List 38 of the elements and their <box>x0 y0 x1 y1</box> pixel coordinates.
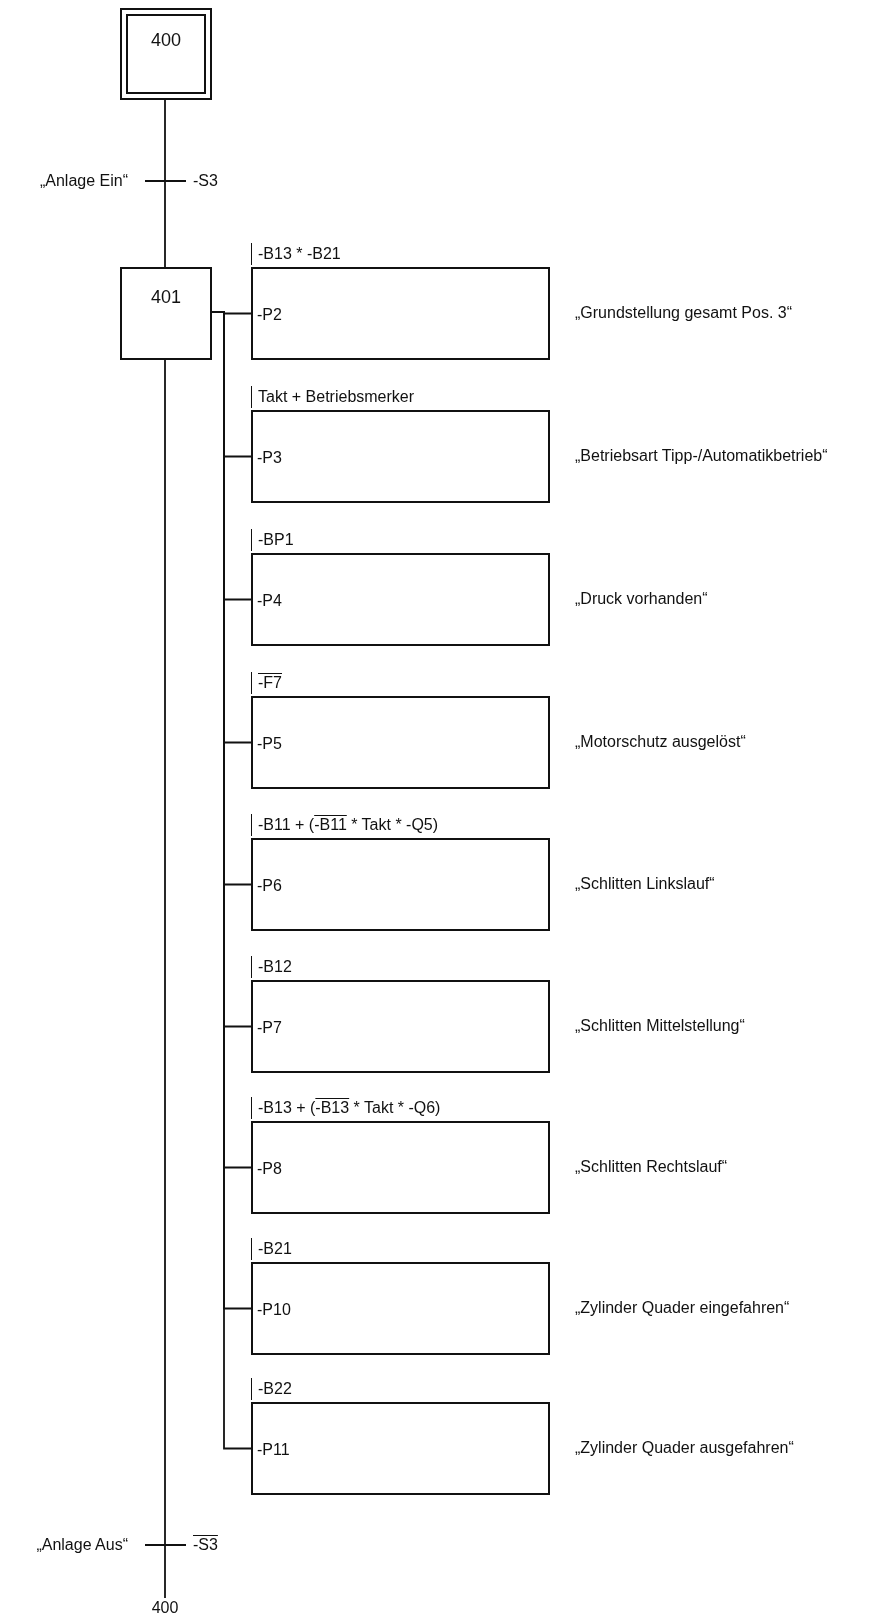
connector-line <box>164 99 166 268</box>
connector-line <box>164 359 166 1599</box>
action-label: -P4 <box>257 591 282 610</box>
comment-text: „Grundstellung gesamt Pos. 3“ <box>575 303 792 322</box>
condition-text: -BP1 <box>251 529 294 551</box>
action-label: -P5 <box>257 734 282 753</box>
condition-text: Takt + Betriebsmerker <box>251 386 415 408</box>
comment-text: „Betriebsart Tipp-/Automatikbetrieb“ <box>575 446 828 465</box>
step-number: 401 <box>149 287 182 308</box>
action-label: -P6 <box>257 876 282 895</box>
condition-text: -B11 + (-B11 * Takt * -Q5) <box>251 814 439 836</box>
step-box <box>120 267 212 360</box>
comment-text: „Motorschutz ausgelöst“ <box>575 732 746 751</box>
transition-label: -S3 <box>193 172 218 190</box>
action-label: -P3 <box>257 448 282 467</box>
action-label: -P11 <box>257 1440 290 1459</box>
condition-text: -B12 <box>251 956 292 978</box>
comment-text: „Schlitten Linkslauf“ <box>575 874 715 893</box>
action-label: -P8 <box>257 1159 282 1178</box>
comment-text: „Zylinder Quader ausgefahren“ <box>575 1438 794 1457</box>
comment-text: „Schlitten Rechtslauf“ <box>575 1157 728 1176</box>
transition-label: „Anlage Ein“ <box>39 172 128 190</box>
condition-text: -B22 <box>251 1378 292 1400</box>
action-label: -P10 <box>257 1300 291 1319</box>
jump-target-label: 400 <box>150 1598 180 1617</box>
condition-text: -B13 + (-B13 * Takt * -Q6) <box>251 1097 441 1119</box>
initial-step-box <box>120 8 212 100</box>
action-label: -P7 <box>257 1018 282 1037</box>
condition-text: -F7 <box>251 672 282 694</box>
comment-text: „Zylinder Quader eingefahren“ <box>575 1298 790 1317</box>
condition-text: -B21 <box>251 1238 292 1260</box>
action-label: -P2 <box>257 305 282 324</box>
transition-label: -S3 <box>193 1536 218 1554</box>
step-number: 400 <box>149 30 182 51</box>
transition-label: „Anlage Aus“ <box>36 1536 128 1554</box>
comment-text: „Druck vorhanden“ <box>575 589 708 608</box>
condition-text: -B13 * -B21 <box>251 243 341 265</box>
comment-text: „Schlitten Mittelstellung“ <box>575 1016 745 1035</box>
